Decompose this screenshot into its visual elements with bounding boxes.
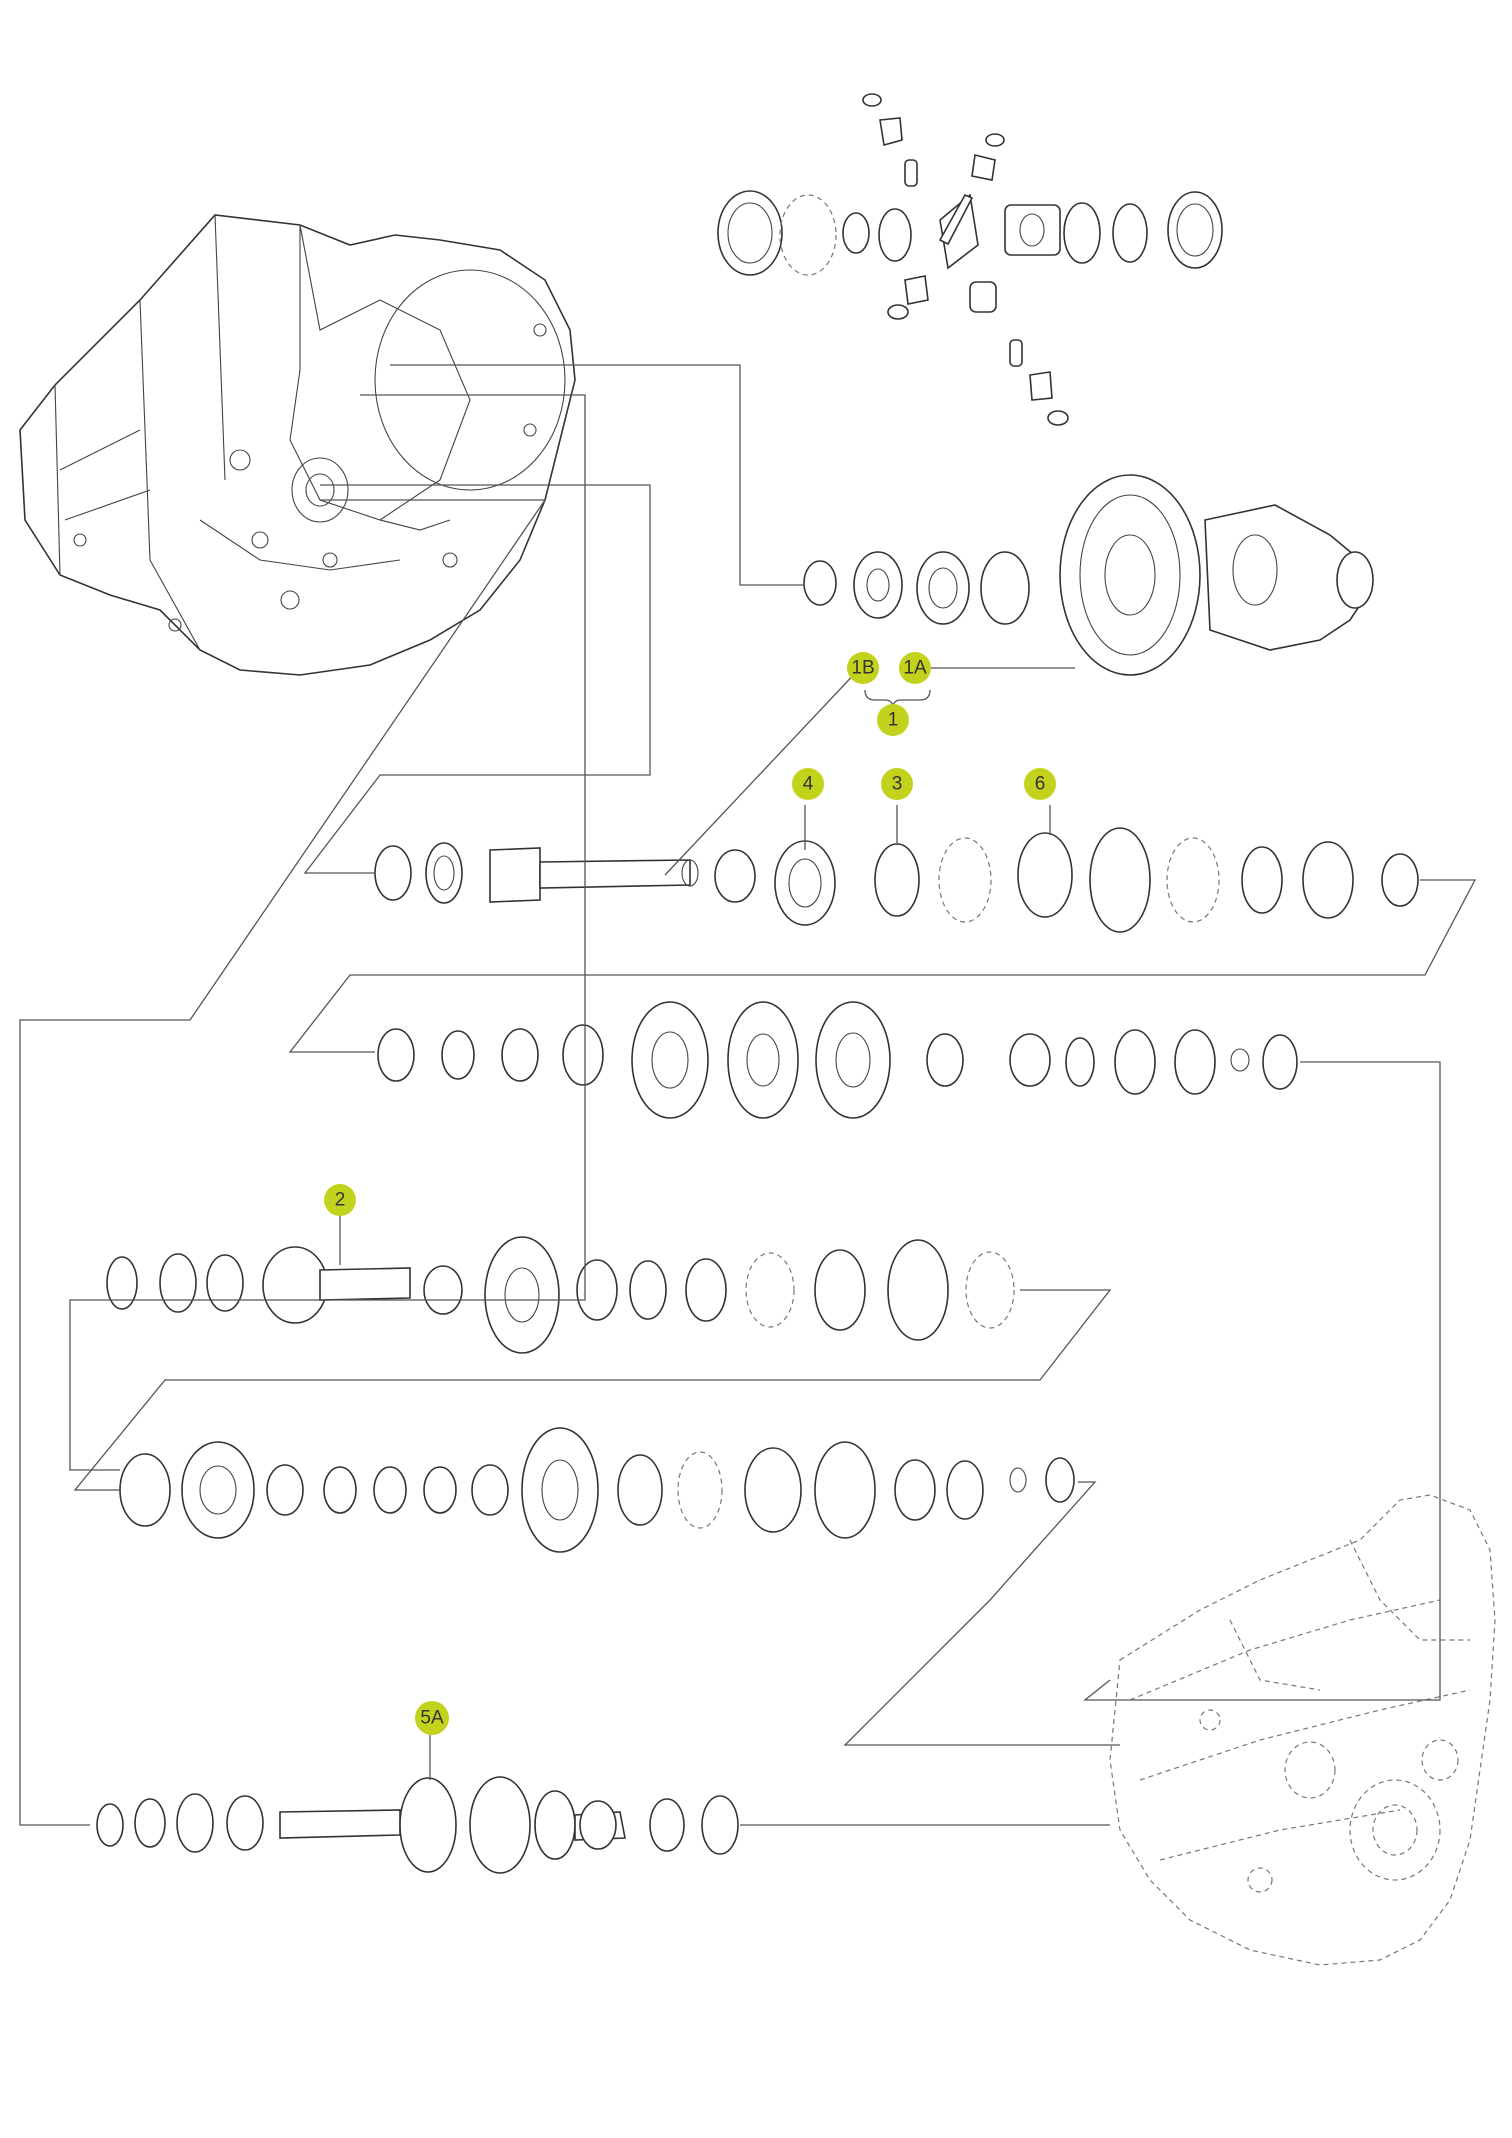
callout-4-label: 4 [803,774,814,795]
callout-1a-dot [899,652,931,684]
row-4-parts [119,1427,1075,1553]
callout-1-label: 1 [888,710,899,731]
callout-1a[interactable]: 1A [899,652,931,684]
callout-4[interactable]: 4 [792,768,824,800]
callout-1a-label: 1A [903,658,927,679]
callout-5a[interactable]: 5A [415,1701,449,1735]
connector-lines [19,364,1477,1826]
gearbox-housing-rear [1109,1494,1496,1966]
callout-6[interactable]: 6 [1024,768,1056,800]
reverse-shaft-assembly [96,1776,739,1874]
callout-5a-label: 5A [420,1708,444,1729]
callout-6-label: 6 [1035,774,1046,795]
differential-assembly [803,474,1374,676]
output-shaft-assembly [106,1236,1015,1354]
callout-1b-label: 1B [851,658,874,679]
callout-3[interactable]: 3 [881,768,913,800]
input-shaft-assembly [374,827,1419,933]
row-2-parts [377,1001,1298,1119]
callout-3-dot [881,768,913,800]
callout-1-dot [877,704,909,736]
callout-5a-dot [415,1701,449,1735]
callout-1[interactable]: 1 [877,704,909,736]
callout-6-dot [1024,768,1056,800]
callout-2[interactable]: 2 [324,1184,356,1216]
callout-3-label: 3 [892,774,903,795]
gearbox-housing-front [19,214,576,676]
callout-2-dot [324,1184,356,1216]
callout-4-dot [792,768,824,800]
differential-small-parts [717,93,1223,426]
callout-2-label: 2 [335,1190,346,1211]
callout-1b-dot [847,652,879,684]
callout-1b[interactable]: 1B [847,652,879,684]
